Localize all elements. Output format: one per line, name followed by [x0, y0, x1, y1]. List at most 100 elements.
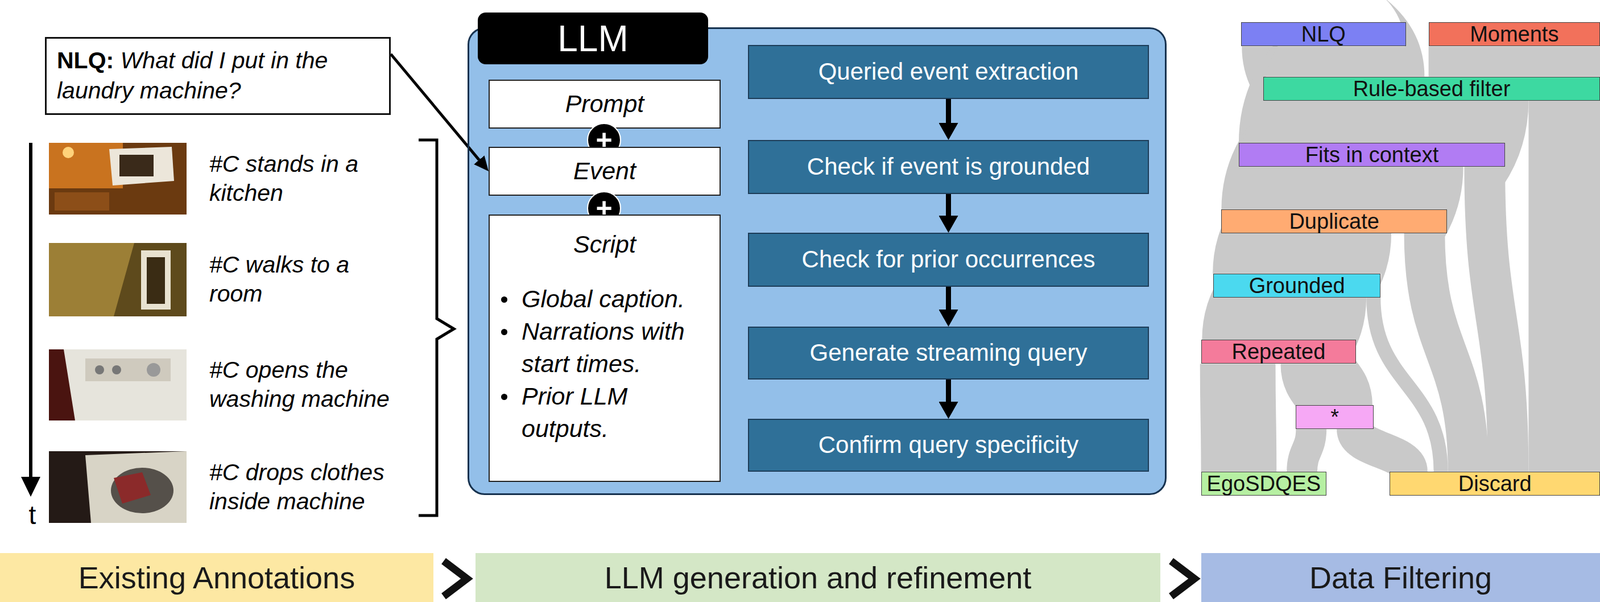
- frame-caption: #C stands in a kitchen: [209, 149, 406, 209]
- room-doorway: [146, 257, 165, 304]
- bullet-item: Prior LLM outputs.: [489, 379, 720, 445]
- room-door: [141, 250, 171, 310]
- flow-arrow: [945, 98, 952, 123]
- panel-fill: [468, 27, 1167, 495]
- frame-caption: #C drops clothes inside machine: [209, 457, 406, 517]
- washer-panel: [85, 358, 171, 382]
- panel-fill-group: [468, 27, 1167, 495]
- query-line: NLQ:What did I put in the laundry machin…: [56, 45, 379, 107]
- washer-button: [94, 365, 105, 375]
- sankey-flow: [1354, 428, 1409, 472]
- sankey-label: Duplicate: [1288, 210, 1379, 233]
- washer-body: [85, 451, 187, 523]
- sankey-label: Fits in context: [1305, 143, 1439, 166]
- script-list: Global caption. Narrations with start tim…: [489, 282, 720, 445]
- process-box: Check if event is grounded: [747, 139, 1149, 194]
- query-text: NLQ:: [56, 47, 114, 74]
- washer-dial: [146, 362, 161, 377]
- sankey-flow: [1318, 363, 1335, 405]
- stage-band: Data Filtering: [1201, 552, 1600, 602]
- process-box: Check for prior occurrences: [747, 232, 1149, 287]
- time-axis-head: [21, 476, 41, 497]
- stage-label: Data Filtering: [1309, 559, 1492, 597]
- step-label: Check if event is grounded: [807, 152, 1090, 181]
- stage-label: Existing Annotations: [78, 559, 355, 597]
- script-heading: Script: [573, 230, 636, 258]
- sankey-label: Moments: [1469, 23, 1559, 45]
- bullet-dot: [501, 296, 508, 303]
- sankey-flow: [1323, 46, 1343, 77]
- sankey-flow: [1333, 166, 1351, 210]
- stage-chevron: [443, 560, 467, 597]
- sankey-node: NLQ: [1241, 22, 1407, 47]
- process-box: Confirm query specificity: [747, 418, 1149, 472]
- sankey-flow: [1237, 363, 1239, 471]
- washer-button: [112, 365, 122, 375]
- sankey-flow: [1528, 100, 1600, 472]
- sankey-node: Grounded: [1213, 273, 1381, 298]
- input-box: Event: [488, 146, 721, 196]
- bullet-item: Global caption.: [489, 282, 720, 316]
- step-label: Queried event extraction: [818, 57, 1079, 86]
- bullet-text: Global caption.: [521, 284, 685, 313]
- sankey-flow: [1428, 46, 1600, 77]
- sankey-flow: [1296, 233, 1308, 274]
- step-label: Check for prior occurrences: [801, 245, 1096, 274]
- step-label: Generate streaming query: [809, 338, 1088, 367]
- frame-caption: #C walks to a room: [209, 250, 406, 309]
- bullet-text: Prior LLM outputs.: [521, 382, 628, 442]
- bullet-text: Narrations with start times.: [521, 317, 685, 378]
- sankey-node: Repeated: [1201, 339, 1357, 364]
- panel-title: LLM: [557, 20, 629, 57]
- sankey-node: Rule-based filter: [1263, 76, 1600, 101]
- sankey-label: Rule-based filter: [1353, 77, 1511, 100]
- frame-caption: #C opens the washing machine: [209, 355, 406, 415]
- sankey-flow: [1484, 166, 1508, 472]
- sankey-label: EgoSDQES: [1206, 472, 1322, 495]
- washer-body: [63, 349, 187, 421]
- kitchen-cabinet: [54, 192, 110, 211]
- stage-band: LLM generation and refinement: [475, 552, 1161, 602]
- sankey-node: Moments: [1428, 22, 1600, 47]
- bullet-item: Narrations with start times.: [489, 315, 720, 380]
- script-content: ScriptGlobal caption. Narrations with sta…: [489, 228, 720, 445]
- box-label: Event: [573, 156, 636, 186]
- time-axis-label: t: [29, 498, 37, 532]
- clothes-photo: [48, 451, 187, 523]
- sankey-flow: [1371, 100, 1396, 144]
- clothes: [113, 472, 151, 504]
- flow-arrow: [945, 193, 952, 216]
- kitchen-lamp: [62, 146, 74, 159]
- llm-panel: LLMPrompt+Event+ScriptGlobal caption.Nar…: [467, 27, 1167, 495]
- script-heading-row: Script: [489, 228, 720, 260]
- script-box: ScriptGlobal caption. Narrations with sta…: [488, 214, 721, 482]
- box-label: Prompt: [565, 89, 645, 119]
- step-label: Confirm query specificity: [818, 430, 1079, 460]
- sankey-node: *: [1295, 404, 1374, 429]
- microwave-door: [119, 154, 154, 177]
- sankey-label: *: [1330, 406, 1339, 428]
- stage-chevron: [1171, 560, 1195, 597]
- process-box: Queried event extraction: [747, 44, 1149, 99]
- bullet-dot: [501, 328, 508, 336]
- sankey-flow: [1301, 428, 1312, 472]
- room-photo: [48, 242, 187, 317]
- sankey-node: Discard: [1389, 471, 1600, 496]
- flow-arrow: [945, 379, 952, 402]
- stage-band: Existing Annotations: [0, 552, 434, 602]
- time-axis: [29, 142, 33, 479]
- query-box: NLQ:What did I put in the laundry machin…: [44, 36, 391, 115]
- stage-label: LLM generation and refinement: [604, 559, 1032, 597]
- room-wall: [48, 242, 135, 317]
- title-tab: LLM: [477, 12, 709, 65]
- input-box: Prompt: [488, 79, 721, 129]
- washer-drum: [110, 467, 174, 514]
- query-arrow: [390, 54, 479, 160]
- sankey-label: Grounded: [1249, 274, 1346, 297]
- bracket: [418, 139, 454, 516]
- sankey-label: NLQ: [1301, 23, 1346, 45]
- flow-arrow: [945, 286, 952, 310]
- washer-photo: [48, 349, 187, 421]
- sankey-node: Fits in context: [1238, 142, 1506, 167]
- microwave: [109, 146, 175, 186]
